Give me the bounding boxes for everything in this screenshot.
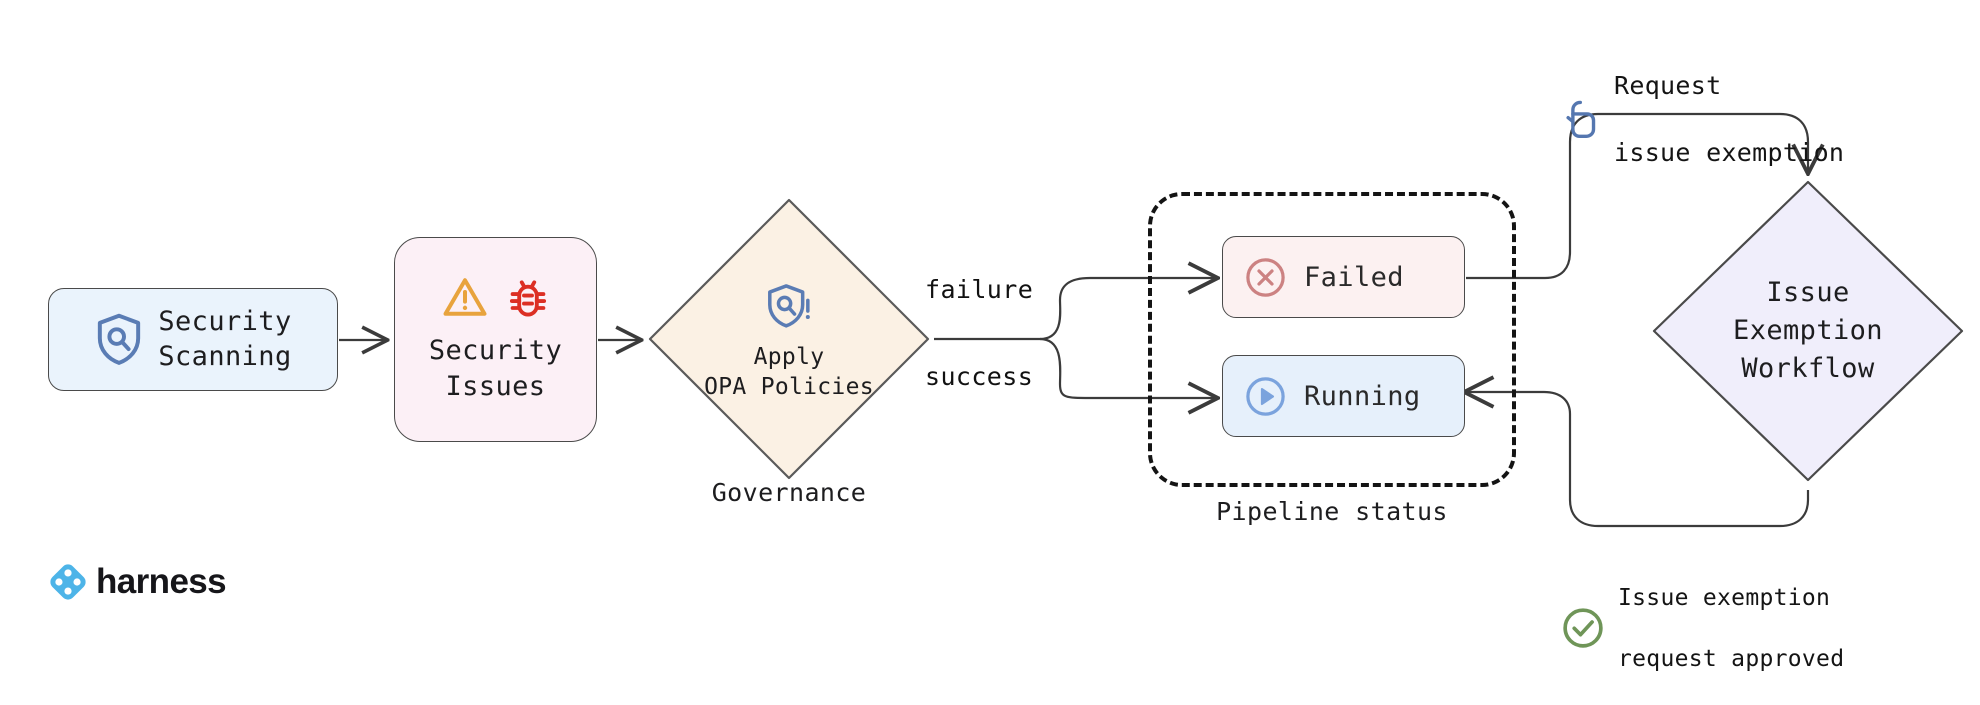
label-line-3: Workflow	[1741, 353, 1875, 385]
annotation-line-2: issue exemption	[1614, 137, 1845, 167]
check-circle-icon	[1562, 607, 1604, 649]
security-issue-icons	[442, 275, 550, 319]
harness-logo: harness	[50, 562, 227, 602]
status-badge-failed[interactable]: Failed	[1222, 236, 1465, 318]
annotation-text: Request issue exemption	[1614, 36, 1844, 202]
label-line-2: Scanning	[158, 340, 292, 372]
label-line-2: Issues	[445, 370, 546, 402]
shield-alert-icon	[765, 281, 813, 333]
harness-wordmark: harness	[96, 562, 227, 601]
status-badge-running[interactable]: Running	[1222, 355, 1465, 437]
harness-diamond-logo-icon	[50, 564, 86, 600]
annotation-request-issue-exemption: Request issue exemption	[1562, 36, 1844, 202]
node-label: Security Issues	[429, 333, 562, 403]
node-security-issues[interactable]: Security Issues	[394, 237, 597, 442]
hand-pointer-icon	[1562, 97, 1600, 141]
status-label: Failed	[1304, 261, 1404, 293]
shield-search-icon	[94, 312, 144, 367]
annotation-line-1: Issue exemption	[1618, 584, 1831, 611]
annotation-issue-exemption-approved: Issue exemption request approved	[1562, 552, 1844, 705]
node-security-scanning[interactable]: Security Scanning	[48, 288, 338, 391]
node-label: Issue Exemption Workflow	[1733, 274, 1883, 389]
status-label: Running	[1304, 380, 1421, 412]
edge-label-failure: failure	[925, 275, 1034, 304]
node-label: Apply OPA Policies	[704, 343, 874, 403]
annotation-line-2: request approved	[1618, 645, 1845, 672]
warning-triangle-icon	[442, 276, 488, 318]
x-circle-icon	[1245, 257, 1286, 298]
governance-caption: Governance	[711, 478, 867, 507]
label-line-1: Issue	[1766, 276, 1850, 308]
diamond-shape	[1652, 180, 1964, 482]
annotation-line-1: Request	[1614, 71, 1722, 101]
label-line-1: Apply	[753, 344, 825, 371]
label-line-1: Security	[428, 335, 563, 367]
play-circle-icon	[1245, 376, 1286, 417]
annotation-text: Issue exemption request approved	[1618, 552, 1844, 705]
node-issue-exemption-workflow[interactable]: Issue Exemption Workflow	[1648, 176, 1968, 486]
bug-icon	[506, 275, 550, 319]
diagram-canvas: Security Scanning	[48, 36, 1968, 672]
pipeline-status-group	[1148, 192, 1516, 487]
label-line-1: Security	[158, 306, 292, 338]
logo-glyph	[50, 564, 86, 600]
node-label: Security Scanning	[158, 305, 291, 373]
edge-label-success: success	[925, 362, 1034, 391]
pipeline-status-caption: Pipeline status	[1216, 497, 1448, 526]
label-line-2: OPA Policies	[704, 374, 874, 400]
node-governance-apply-opa-policies[interactable]: Apply OPA Policies	[644, 194, 934, 484]
label-line-2: Exemption	[1733, 314, 1883, 346]
diamond-shape	[648, 198, 930, 480]
